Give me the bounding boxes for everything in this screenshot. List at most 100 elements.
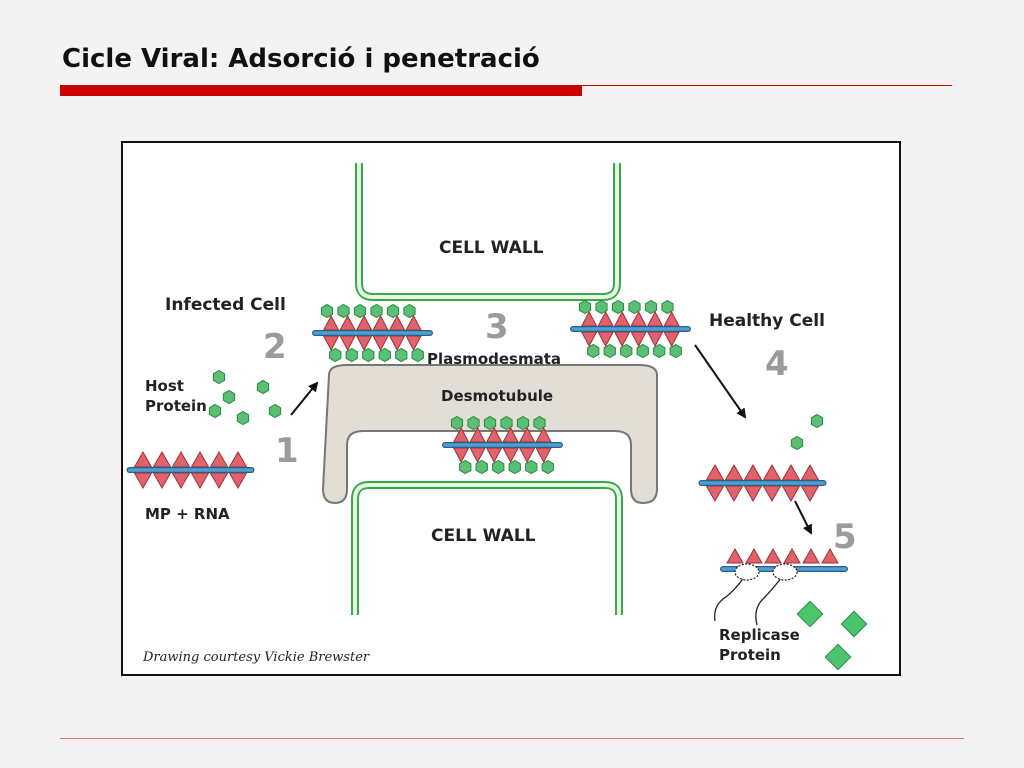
movement-protein-triangle bbox=[781, 485, 801, 503]
coat-protein-hexagon bbox=[483, 415, 497, 431]
movement-protein-triangle bbox=[133, 450, 153, 468]
replicase-protein-molecules bbox=[796, 600, 868, 671]
host-protein-molecules bbox=[208, 369, 282, 426]
coat-protein-hexagon bbox=[403, 303, 416, 319]
movement-protein-triangle bbox=[781, 463, 801, 481]
coat-protein-hexagon bbox=[395, 347, 408, 363]
cell-wall-top-label: CELL WALL bbox=[439, 238, 544, 258]
movement-protein-triangle bbox=[339, 314, 356, 331]
coat-protein-hexagon bbox=[595, 299, 608, 315]
movement-protein-triangle bbox=[372, 335, 389, 352]
coat-protein-hexagon bbox=[256, 379, 270, 395]
coat-protein-hexagon bbox=[810, 413, 824, 429]
coat-protein-hexagon bbox=[222, 389, 236, 405]
movement-protein-triangle bbox=[800, 463, 820, 481]
movement-protein-triangle bbox=[726, 547, 744, 564]
movement-protein-triangle bbox=[821, 547, 839, 564]
viral-complex-top-right bbox=[570, 299, 691, 359]
replicase-tail-1 bbox=[714, 572, 748, 622]
replicase-protein-label-line1: Replicase bbox=[719, 626, 800, 644]
movement-protein-triangle bbox=[339, 335, 356, 352]
cell-wall-top bbox=[355, 163, 621, 301]
coat-protein-hexagon bbox=[329, 347, 342, 363]
movement-protein-triangle bbox=[485, 447, 503, 464]
arrow-step-1 bbox=[290, 381, 319, 416]
movement-protein-triangle bbox=[597, 331, 614, 348]
coat-protein-hexagon bbox=[628, 299, 641, 315]
coat-protein-hexagon bbox=[362, 347, 375, 363]
mp-rna-complex-right bbox=[698, 463, 827, 503]
coat-protein-hexagon bbox=[353, 303, 367, 319]
healthy-cell-label: Healthy Cell bbox=[709, 311, 825, 331]
movement-protein-triangle bbox=[152, 472, 172, 490]
coat-protein-hexagon bbox=[345, 347, 358, 363]
movement-protein-triangle bbox=[535, 447, 552, 464]
movement-protein-triangle bbox=[745, 547, 763, 564]
title-underline-rule bbox=[582, 85, 952, 86]
arrow-step-5 bbox=[794, 500, 812, 535]
movement-protein-triangle bbox=[322, 335, 340, 352]
movement-protein-triangle bbox=[355, 335, 373, 352]
coat-protein-hexagon bbox=[611, 299, 625, 315]
viral-complex-top-left bbox=[312, 303, 433, 363]
movement-protein-triangle bbox=[663, 310, 680, 327]
movement-protein-triangle bbox=[190, 472, 210, 490]
coat-protein-hexagon bbox=[467, 415, 480, 431]
coat-protein-hexagon bbox=[587, 343, 600, 359]
host-protein-label-line1: Host bbox=[145, 377, 184, 395]
movement-protein-triangle bbox=[171, 450, 191, 468]
movement-protein-triangle bbox=[228, 472, 248, 490]
coat-protein-hexagon bbox=[533, 415, 546, 431]
movement-protein-triangle bbox=[228, 450, 248, 468]
desmotubule-label: Desmotubule bbox=[441, 387, 553, 405]
movement-protein-triangle bbox=[663, 331, 680, 348]
step-number-1: 1 bbox=[275, 431, 299, 471]
coat-protein-hexagon bbox=[500, 415, 513, 431]
movement-protein-triangle bbox=[646, 310, 664, 327]
viral-movement-figure: CELL WALL CELL WALL Infected Cell Health… bbox=[121, 141, 901, 676]
movement-protein-triangle bbox=[355, 314, 373, 331]
coat-protein-hexagon bbox=[636, 343, 649, 359]
diagram-canvas: CELL WALL CELL WALL Infected Cell Health… bbox=[126, 163, 868, 671]
step-number-3: 3 bbox=[485, 307, 509, 347]
movement-protein-triangle bbox=[630, 310, 647, 327]
title-underline-bar bbox=[60, 85, 582, 96]
movement-protein-triangle bbox=[502, 447, 519, 464]
movement-protein-triangle bbox=[783, 547, 801, 564]
movement-protein-triangle bbox=[209, 450, 229, 468]
movement-protein-triangle bbox=[800, 485, 820, 503]
movement-protein-triangle bbox=[762, 485, 782, 503]
replicase-binding-2 bbox=[772, 563, 798, 581]
coat-protein-hexagon bbox=[669, 343, 682, 359]
coat-protein-hexagon bbox=[212, 369, 226, 385]
coat-protein-hexagon bbox=[337, 303, 350, 319]
host-protein-label-line2: Protein bbox=[145, 397, 207, 415]
arrow-step-4 bbox=[694, 344, 747, 419]
movement-protein-triangle bbox=[372, 314, 389, 331]
slide-title: Cicle Viral: Adsorció i penetració bbox=[62, 44, 540, 74]
coat-protein-hexagon bbox=[492, 459, 505, 475]
movement-protein-triangle bbox=[802, 547, 820, 564]
coat-protein-hexagon bbox=[661, 299, 674, 315]
step-number-4: 4 bbox=[765, 344, 789, 384]
coat-protein-hexagon bbox=[386, 303, 400, 319]
movement-protein-triangle bbox=[724, 463, 744, 481]
coat-protein-hexagon bbox=[236, 410, 250, 426]
desmotubule-channel bbox=[321, 364, 658, 505]
movement-protein-triangle bbox=[405, 335, 422, 352]
movement-protein-triangle bbox=[613, 310, 631, 327]
movement-protein-triangle bbox=[613, 331, 631, 348]
coat-protein-hexagon bbox=[208, 403, 222, 419]
movement-protein-triangle bbox=[724, 485, 744, 503]
coat-protein-hexagon bbox=[370, 303, 383, 319]
coat-protein-hexagon bbox=[411, 347, 424, 363]
movement-protein-triangle bbox=[133, 472, 153, 490]
replicase-tail-2 bbox=[755, 572, 786, 626]
movement-protein-triangle bbox=[209, 472, 229, 490]
coat-protein-hexagon bbox=[459, 459, 472, 475]
coat-protein-hexagon bbox=[541, 459, 554, 475]
movement-protein-triangle bbox=[405, 314, 422, 331]
coat-protein-hexagon bbox=[320, 303, 334, 319]
viral-complex-middle bbox=[442, 415, 563, 475]
movement-protein-triangle bbox=[597, 310, 614, 327]
